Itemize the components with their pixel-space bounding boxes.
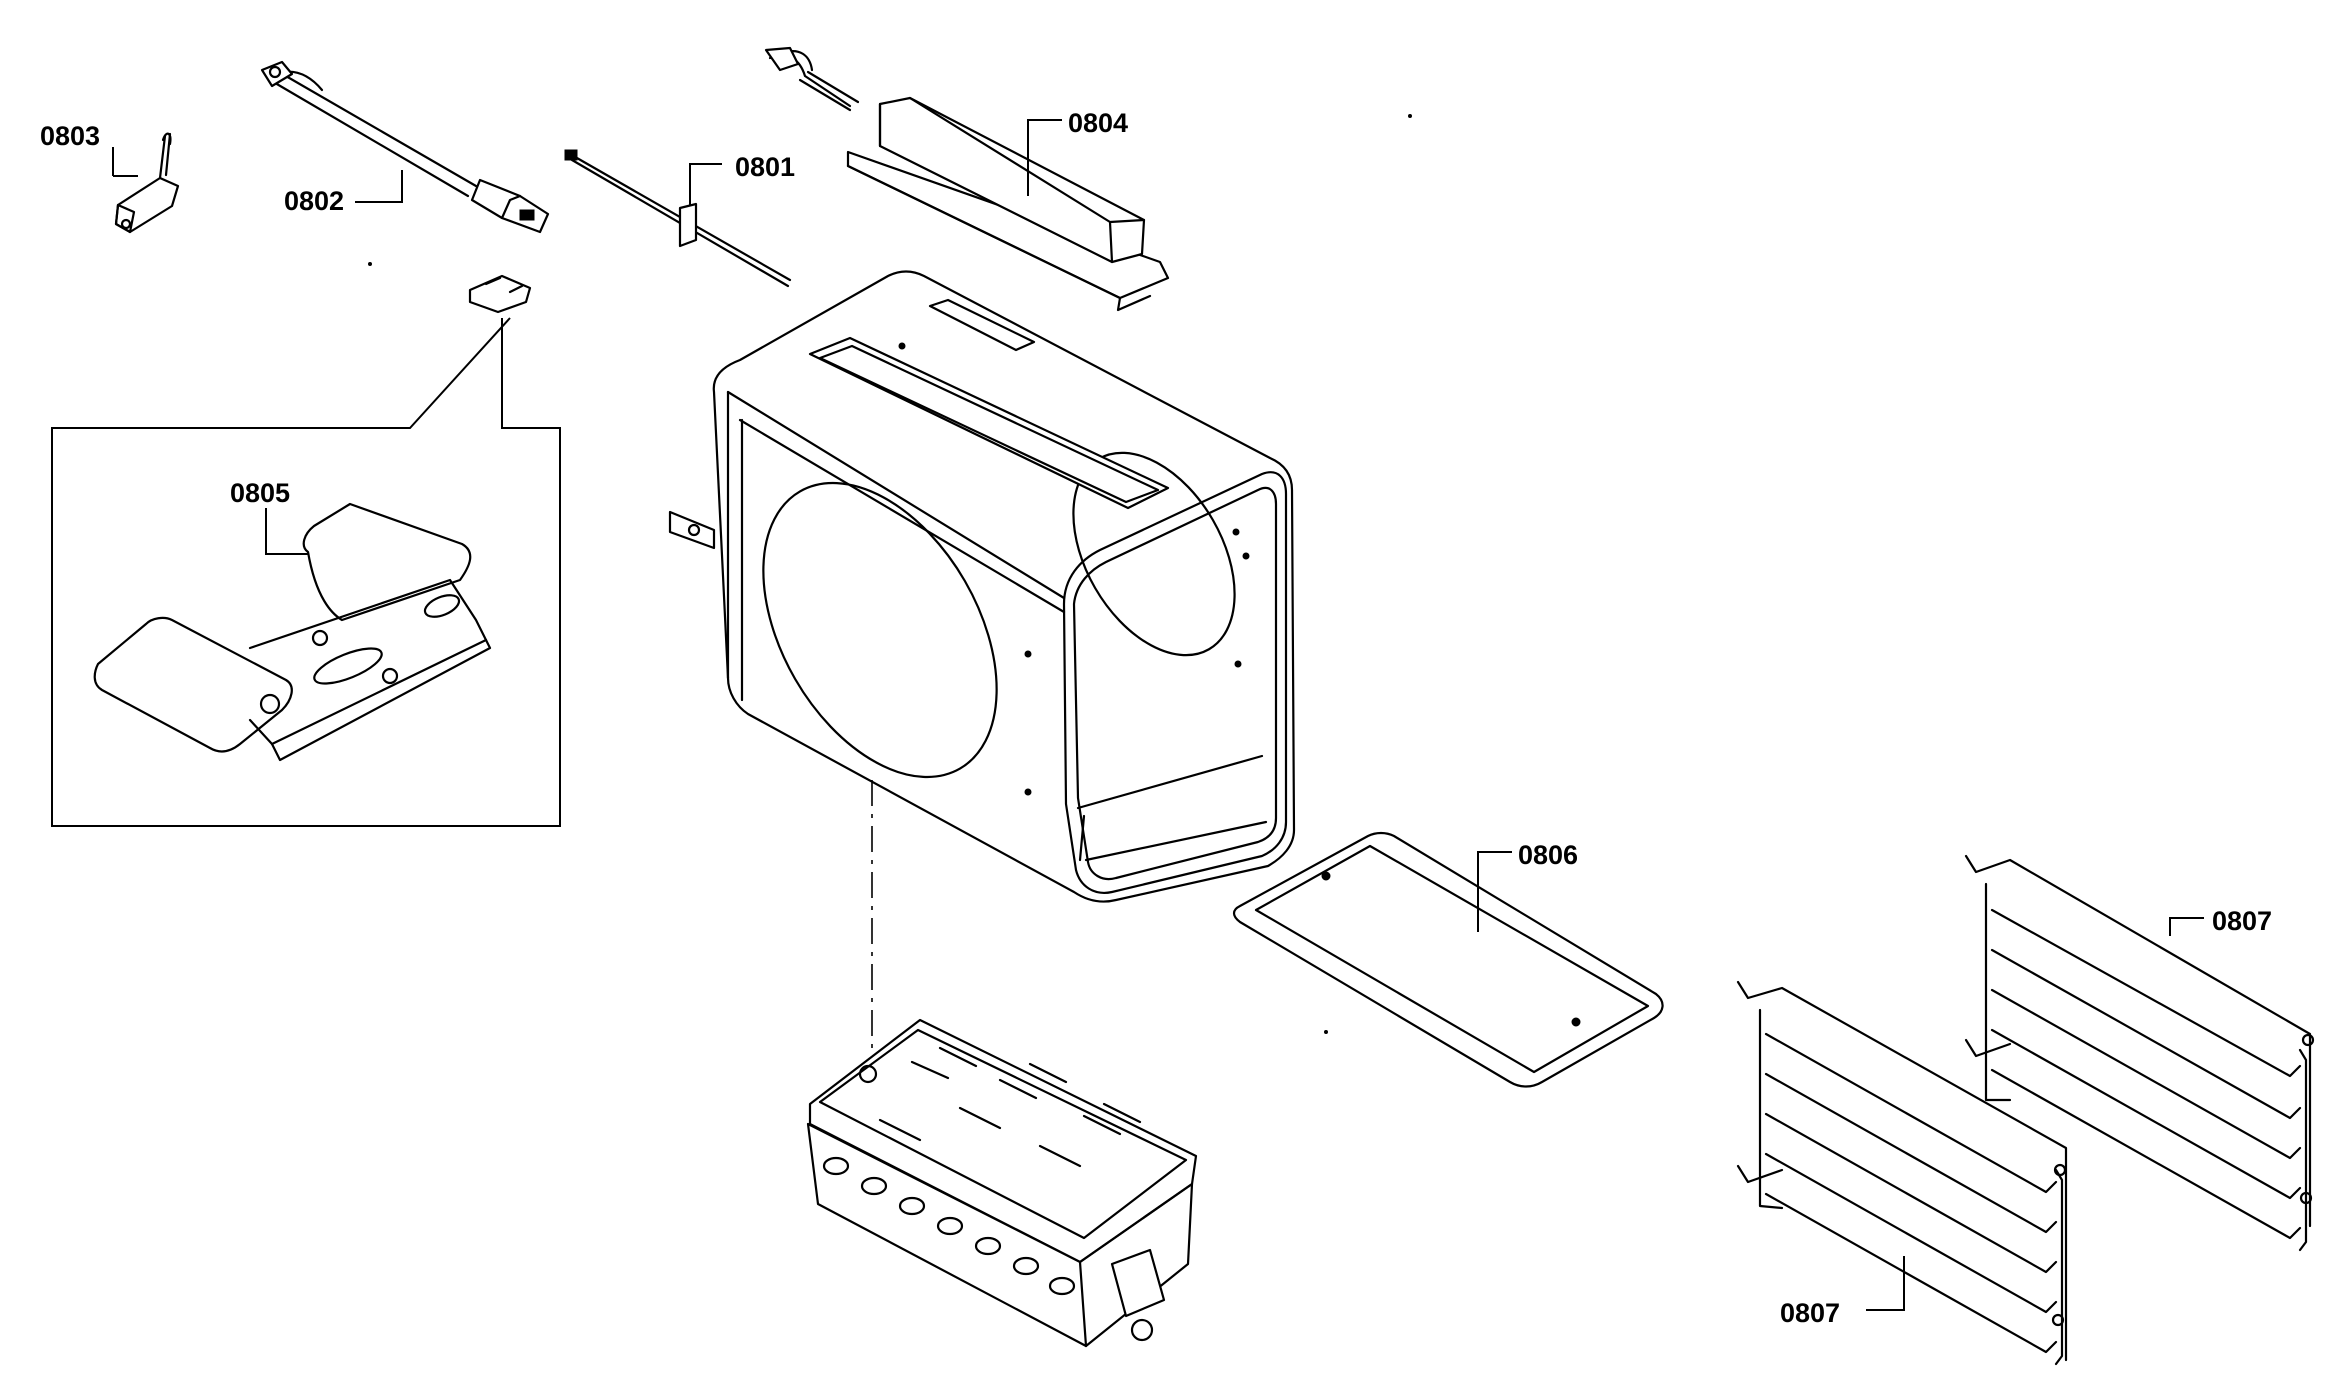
label-0802: 0802 (284, 186, 344, 216)
label-0804: 0804 (1068, 108, 1128, 138)
speck (1324, 1030, 1328, 1034)
detail-box-0805 (51, 317, 561, 827)
part-0807-rack-rail-left (1736, 980, 2068, 1366)
speck (1408, 114, 1412, 118)
part-0804-heater-housing (764, 46, 1170, 312)
part-0802-wire-harness (260, 60, 550, 234)
label-0806: 0806 (1518, 840, 1578, 870)
label-0801: 0801 (735, 152, 795, 182)
label-0805: 0805 (230, 478, 290, 508)
label-0807-right: 0807 (2212, 906, 2272, 936)
part-0806-cover-plate (1232, 831, 1664, 1088)
part-0805-bracket-detail (93, 502, 492, 762)
oven-cavity (668, 270, 1296, 903)
heating-element-assembly (806, 1018, 1198, 1348)
part-0805-bracket-small (468, 274, 532, 314)
part-0803-switch (112, 132, 180, 234)
label-0803: 0803 (40, 121, 100, 151)
label-0807-left: 0807 (1780, 1298, 1840, 1328)
part-0807-rack-rail-right (1964, 854, 2315, 1252)
part-0801-probe (564, 149, 792, 288)
speck (368, 262, 372, 266)
